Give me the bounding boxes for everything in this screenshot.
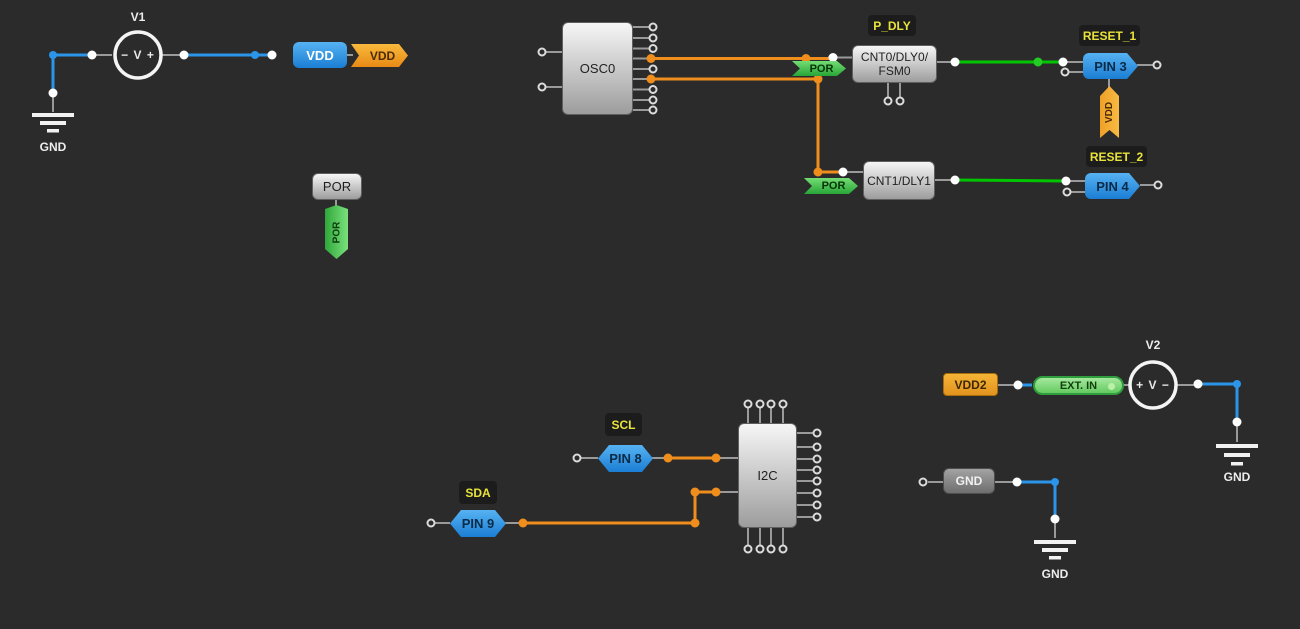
v2-source-circle[interactable] <box>1128 360 1178 410</box>
open-port-circles[interactable] <box>426 22 1163 554</box>
vdd-net-tag-label: VDD <box>369 48 396 63</box>
wire-pin9-to-i2c[interactable] <box>523 490 716 525</box>
cnt0-label-line2: FSM0 <box>878 64 911 78</box>
v1-label: V1 <box>130 10 146 24</box>
vdd-vertical-tag-label: VDD <box>1104 101 1115 123</box>
por-hanging-tag[interactable]: POR <box>325 205 348 259</box>
vdd-vertical-tag[interactable]: VDD <box>1100 86 1119 138</box>
orange-junction-dots <box>518 54 823 528</box>
por-source-block[interactable]: POR <box>312 173 362 200</box>
gnd-label-v1: GND <box>39 140 67 154</box>
net-label-scl[interactable]: SCL <box>605 413 642 436</box>
net-label-sda[interactable]: SDA <box>459 481 497 504</box>
pin4-label: PIN 4 <box>1096 178 1129 194</box>
v2-label: V2 <box>1145 338 1161 352</box>
pin3-label: PIN 3 <box>1094 58 1127 74</box>
vdd-source-label: VDD <box>306 47 334 63</box>
cnt1-dly1-block[interactable]: CNT1/DLY1 <box>863 161 935 200</box>
pin8-block[interactable]: PIN 8 <box>598 445 653 472</box>
ext-in-label: EXT. IN <box>1059 379 1098 392</box>
vdd-net-tag[interactable]: VDD <box>351 44 408 67</box>
osc0-block[interactable]: OSC0 <box>562 22 633 115</box>
blue-junction-dots <box>49 51 1241 486</box>
por-tag-cnt1-label: POR <box>821 180 846 192</box>
cnt0-dly0-fsm0-block[interactable]: CNT0/DLY0/ FSM0 <box>852 45 937 83</box>
por-source-label: POR <box>322 178 352 194</box>
pin9-label: PIN 9 <box>461 516 495 531</box>
vdd2-label: VDD2 <box>954 377 987 392</box>
pin4-block[interactable]: PIN 4 <box>1085 173 1140 199</box>
net-label-p-dly[interactable]: P_DLY <box>868 15 916 36</box>
por-hanging-tag-label: POR <box>330 221 342 243</box>
por-tag-cnt1[interactable]: POR <box>804 178 858 194</box>
por-tag-cnt0-label: POR <box>809 62 834 75</box>
port-stubs <box>52 26 1238 545</box>
gnd-label-bottom: GND <box>1041 567 1069 581</box>
wire-gndblock-to-gnd[interactable] <box>1017 480 1057 519</box>
wire-cnt1-to-pin4[interactable] <box>954 178 1067 183</box>
gnd-label-v2: GND <box>1223 470 1251 484</box>
v1-polarity-text: − V + <box>121 48 155 62</box>
green-junction-dots <box>1033 57 1043 67</box>
ground-symbol-bottom[interactable] <box>1034 540 1076 560</box>
ext-in-indicator-dot <box>1108 382 1115 390</box>
i2c-block[interactable]: I2C <box>738 423 797 528</box>
wire-osc0-to-cnt1[interactable] <box>651 77 841 174</box>
osc0-label: OSC0 <box>579 60 616 76</box>
cnt0-label-line1: CNT0/DLY0/ <box>860 50 929 64</box>
ground-symbol-v2[interactable] <box>1216 444 1258 466</box>
net-label-reset1[interactable]: RESET_1 <box>1079 25 1140 46</box>
i2c-label: I2C <box>757 467 778 483</box>
gnd-macro-block[interactable]: GND <box>943 468 995 494</box>
por-tag-cnt0[interactable]: POR <box>792 61 846 76</box>
pin8-label: PIN 8 <box>609 451 642 466</box>
vdd-source-block[interactable]: VDD <box>293 42 347 68</box>
v1-source-circle[interactable] <box>113 30 163 80</box>
ground-symbol-v1[interactable] <box>32 113 74 133</box>
wire-v1-to-gnd[interactable] <box>51 53 92 93</box>
v2-polarity-text: + V − <box>1136 378 1170 392</box>
ext-in-block[interactable]: EXT. IN <box>1033 376 1124 395</box>
wire-v2-to-gnd[interactable] <box>1198 382 1239 422</box>
wire-endpoint-dots <box>48 50 1242 524</box>
cnt1-label: CNT1/DLY1 <box>867 173 931 188</box>
pin3-block[interactable]: PIN 3 <box>1083 53 1138 79</box>
pin9-block[interactable]: PIN 9 <box>450 510 506 537</box>
net-label-reset2[interactable]: RESET_2 <box>1086 146 1147 167</box>
gnd-macro-label: GND <box>955 474 983 488</box>
vdd2-block[interactable]: VDD2 <box>943 373 998 396</box>
